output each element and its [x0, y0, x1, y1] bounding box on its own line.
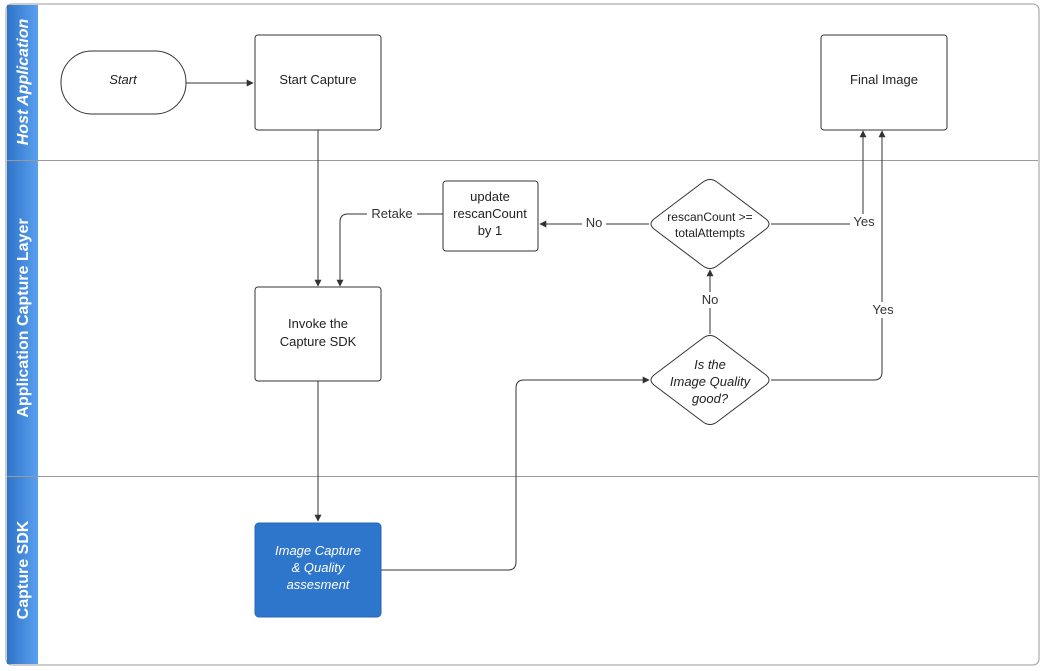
node-rescan-line1: rescanCount >=	[667, 210, 752, 224]
node-quality-line2: Image Quality	[670, 374, 752, 389]
lane-label-sdk: Capture SDK	[15, 520, 32, 619]
node-start-capture-label: Start Capture	[279, 72, 356, 87]
edge-label-no-left: No	[586, 215, 603, 230]
node-start-capture	[254, 34, 382, 131]
node-update-rescan	[442, 180, 539, 252]
lane-header-host	[7, 5, 38, 160]
node-capture-line3: assesment	[287, 577, 351, 592]
lane-label-app: Application Capture Layer	[15, 218, 32, 417]
node-final-image	[820, 34, 948, 131]
edge-label-bg-yes-top	[850, 214, 878, 230]
edge-update-to-invoke	[336, 213, 443, 287]
node-update-line1: update	[470, 189, 510, 204]
lane-label-host: Host Application	[15, 19, 32, 146]
edge-label-yes-top: Yes	[853, 214, 875, 229]
node-rescan-line2: totalAttempts	[675, 226, 745, 240]
edge-sdk-to-quality	[381, 376, 650, 571]
edge-label-no-up: No	[702, 292, 719, 307]
node-invoke-line2: Capture SDK	[280, 334, 357, 349]
node-quality-line1: Is the	[694, 357, 726, 372]
node-update-line3: by 1	[478, 223, 503, 238]
edge-quality-to-final	[771, 130, 886, 381]
node-capture-line1: Image Capture	[275, 543, 361, 558]
edge-label-bg-retake	[367, 206, 417, 222]
node-quality-line3: good?	[692, 391, 729, 406]
edge-label-bg-no-up	[698, 292, 722, 308]
edge-label-bg-yes-right	[869, 302, 897, 318]
lane-header-sdk	[7, 477, 38, 664]
node-capture-line2: & Quality	[292, 560, 346, 575]
node-rescan-decision	[650, 179, 770, 269]
diagram-frame	[5, 3, 1040, 666]
lane-header-app	[7, 161, 38, 476]
node-update-line2: rescanCount	[453, 206, 527, 221]
edge-label-bg-no-left	[582, 215, 606, 231]
node-start-label: Start	[109, 72, 138, 87]
node-start	[60, 50, 187, 115]
node-image-capture	[254, 522, 382, 618]
node-invoke-line1: Invoke the	[288, 316, 348, 331]
node-quality-decision	[650, 335, 770, 425]
edge-label-retake: Retake	[371, 206, 412, 221]
node-final-image-label: Final Image	[850, 72, 918, 87]
node-invoke-sdk	[254, 286, 382, 382]
edge-label-yes-right: Yes	[872, 302, 894, 317]
